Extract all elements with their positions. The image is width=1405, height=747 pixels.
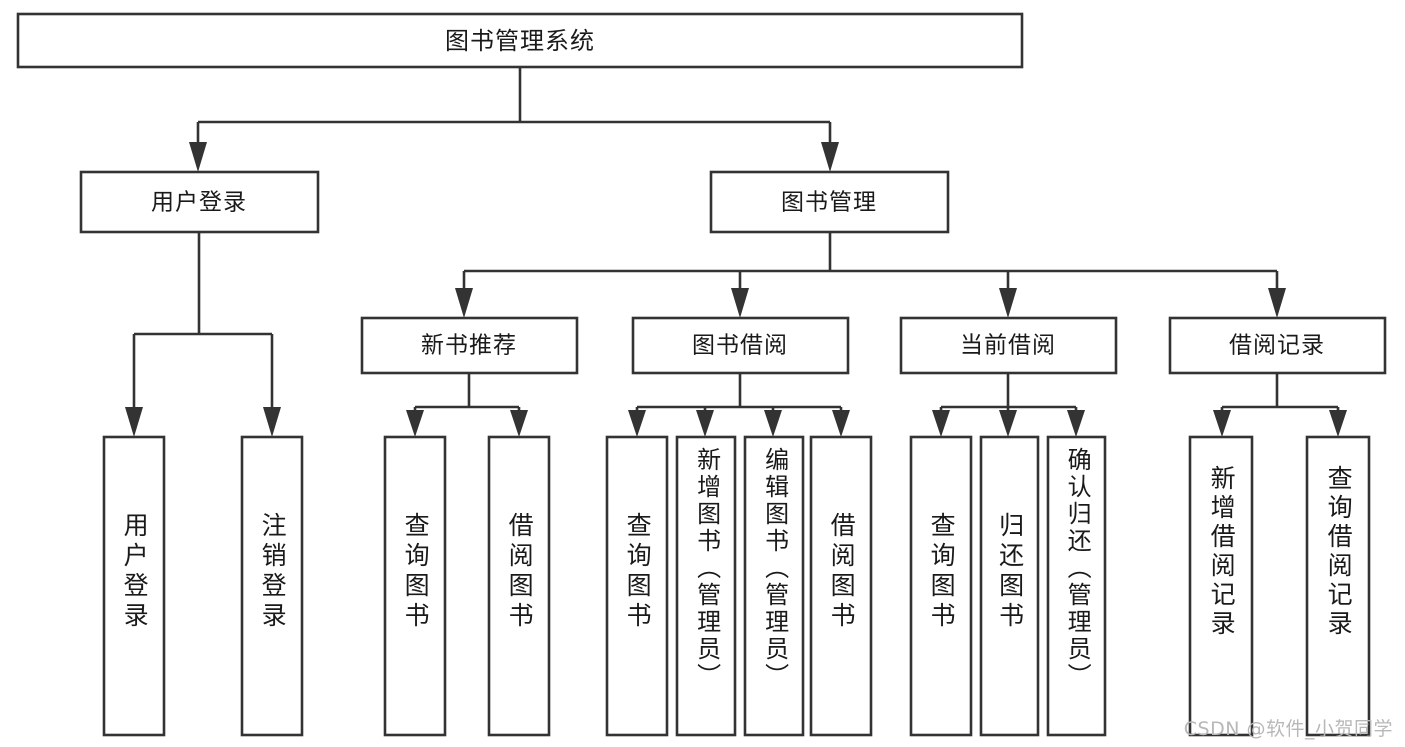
arrow-icon <box>999 288 1017 318</box>
node-book-borrow-label: 图书借阅 <box>692 333 788 359</box>
leaf-box-borrow-book-2[interactable] <box>809 435 873 737</box>
arrow-icon <box>406 410 424 437</box>
arrow-icon <box>1067 410 1085 437</box>
node-root[interactable]: 图书管理系统 <box>16 12 1024 69</box>
arrow-icon <box>932 410 950 437</box>
arrow-icon <box>455 288 473 318</box>
node-root-box[interactable] <box>16 12 1024 69</box>
node-current-borrow[interactable]: 当前借阅 <box>899 316 1118 375</box>
arrow-icon <box>510 410 528 437</box>
node-book-borrow[interactable]: 图书借阅 <box>631 316 850 375</box>
connector-currentborrow-to-leaves <box>932 373 1085 437</box>
node-new-book-recommend[interactable]: 新书推荐 <box>360 316 579 375</box>
arrow-icon <box>1329 410 1347 437</box>
node-new-book-recommend-box[interactable] <box>360 316 579 375</box>
node-book-borrow-box[interactable] <box>631 316 850 375</box>
node-root-label: 图书管理系统 <box>445 27 595 55</box>
arrow-icon <box>1268 288 1286 318</box>
connector-newbook-to-leaves <box>406 373 528 437</box>
arrow-icon <box>125 407 143 437</box>
node-user-login-box[interactable] <box>79 170 320 234</box>
leaf-box-query-book-3[interactable] <box>909 435 973 737</box>
leaf-box-borrow-book-1[interactable] <box>487 435 551 737</box>
arrow-icon <box>821 142 839 172</box>
node-current-borrow-label: 当前借阅 <box>960 333 1056 359</box>
leaf-box-edit-book-admin[interactable] <box>743 435 805 737</box>
arrow-icon <box>263 407 281 437</box>
arrow-icon <box>999 410 1017 437</box>
leaf-boxes <box>102 435 1371 737</box>
leaf-box-logout[interactable] <box>240 435 304 737</box>
arrow-icon <box>731 288 749 318</box>
leaf-box-add-borrow-record[interactable] <box>1188 435 1254 737</box>
node-borrow-record[interactable]: 借阅记录 <box>1168 316 1387 375</box>
arrow-icon <box>764 410 782 437</box>
connector-root-to-level2 <box>189 67 839 172</box>
node-book-management[interactable]: 图书管理 <box>709 170 950 234</box>
arrow-icon <box>1213 410 1231 437</box>
arrow-icon <box>832 410 850 437</box>
node-new-book-recommend-label: 新书推荐 <box>421 333 517 359</box>
connector-bookborrow-to-leaves <box>628 373 850 437</box>
leaf-box-query-book-2[interactable] <box>605 435 669 737</box>
node-borrow-record-label: 借阅记录 <box>1229 333 1325 359</box>
leaf-box-return-book[interactable] <box>979 435 1040 737</box>
connector-userlogin-to-leaves <box>125 233 281 437</box>
watermark-text: CSDN @软件_小贺同学 <box>1183 718 1393 740</box>
node-user-login-label: 用户登录 <box>151 190 247 216</box>
leaf-box-query-book-1[interactable] <box>383 435 447 737</box>
node-current-borrow-box[interactable] <box>899 316 1118 375</box>
leaf-box-user-login[interactable] <box>102 435 166 737</box>
leaf-box-query-borrow-record[interactable] <box>1305 435 1371 737</box>
connector-bookmgmt-to-level3 <box>455 233 1286 318</box>
leaf-box-confirm-return-admin[interactable] <box>1046 435 1107 737</box>
node-borrow-record-box[interactable] <box>1168 316 1387 375</box>
leaf-box-add-book-admin[interactable] <box>675 435 737 737</box>
arrow-icon <box>696 410 714 437</box>
node-book-management-box[interactable] <box>709 170 950 234</box>
arrow-icon <box>628 410 646 437</box>
arrow-icon <box>189 142 207 172</box>
node-user-login[interactable]: 用户登录 <box>79 170 320 234</box>
node-book-management-label: 图书管理 <box>781 190 877 216</box>
connector-borrowrecord-to-leaves <box>1213 373 1347 437</box>
